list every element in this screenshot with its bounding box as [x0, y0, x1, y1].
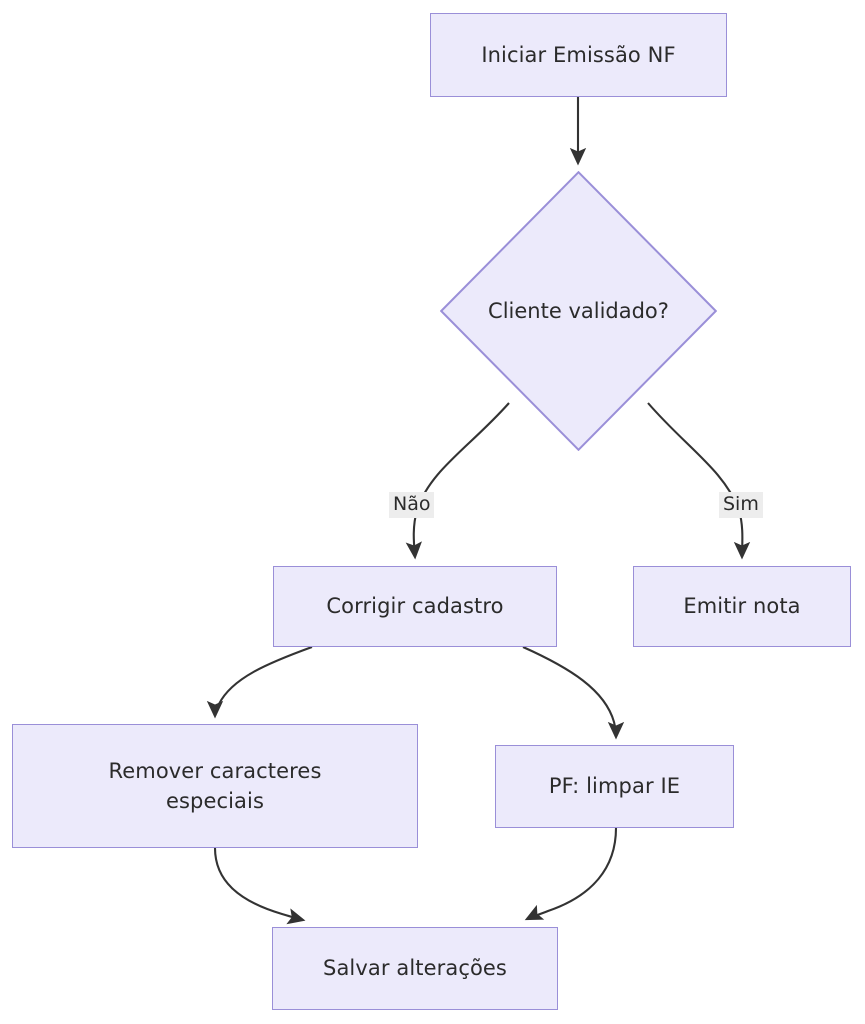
- node-label: Emitir nota: [683, 594, 801, 619]
- edge-label-sim: Sim: [719, 492, 763, 518]
- node-corrigir-cadastro[interactable]: Corrigir cadastro: [273, 566, 557, 647]
- edge-label-nao: Não: [389, 492, 435, 518]
- node-remover-caracteres-especiais[interactable]: Remover caracteres especiais: [12, 724, 418, 848]
- node-label: PF: limpar IE: [548, 774, 681, 799]
- node-label: Iniciar Emissão NF: [481, 42, 676, 67]
- edge-corrigir-to-limparie: [522, 646, 625, 740]
- node-salvar-alteracoes[interactable]: Salvar alterações: [272, 927, 558, 1010]
- diamond-shape: [440, 171, 717, 451]
- node-label: Remover caracteres especiais: [108, 758, 322, 813]
- edge-remover-to-salvar: [213, 847, 306, 925]
- edge-corrigir-to-remover: [206, 646, 313, 719]
- node-label: Corrigir cadastro: [326, 594, 504, 619]
- node-pf-limpar-ie[interactable]: PF: limpar IE: [495, 745, 734, 828]
- node-emitir-nota[interactable]: Emitir nota: [633, 566, 851, 647]
- node-iniciar-emissao-nf[interactable]: Iniciar Emissão NF: [430, 13, 727, 97]
- node-label: Cliente validado?: [488, 299, 669, 323]
- edge-limparie-to-salvar: [524, 827, 618, 921]
- node-cliente-validado[interactable]: Cliente validado?: [440, 171, 717, 451]
- node-label: Salvar alterações: [323, 956, 507, 981]
